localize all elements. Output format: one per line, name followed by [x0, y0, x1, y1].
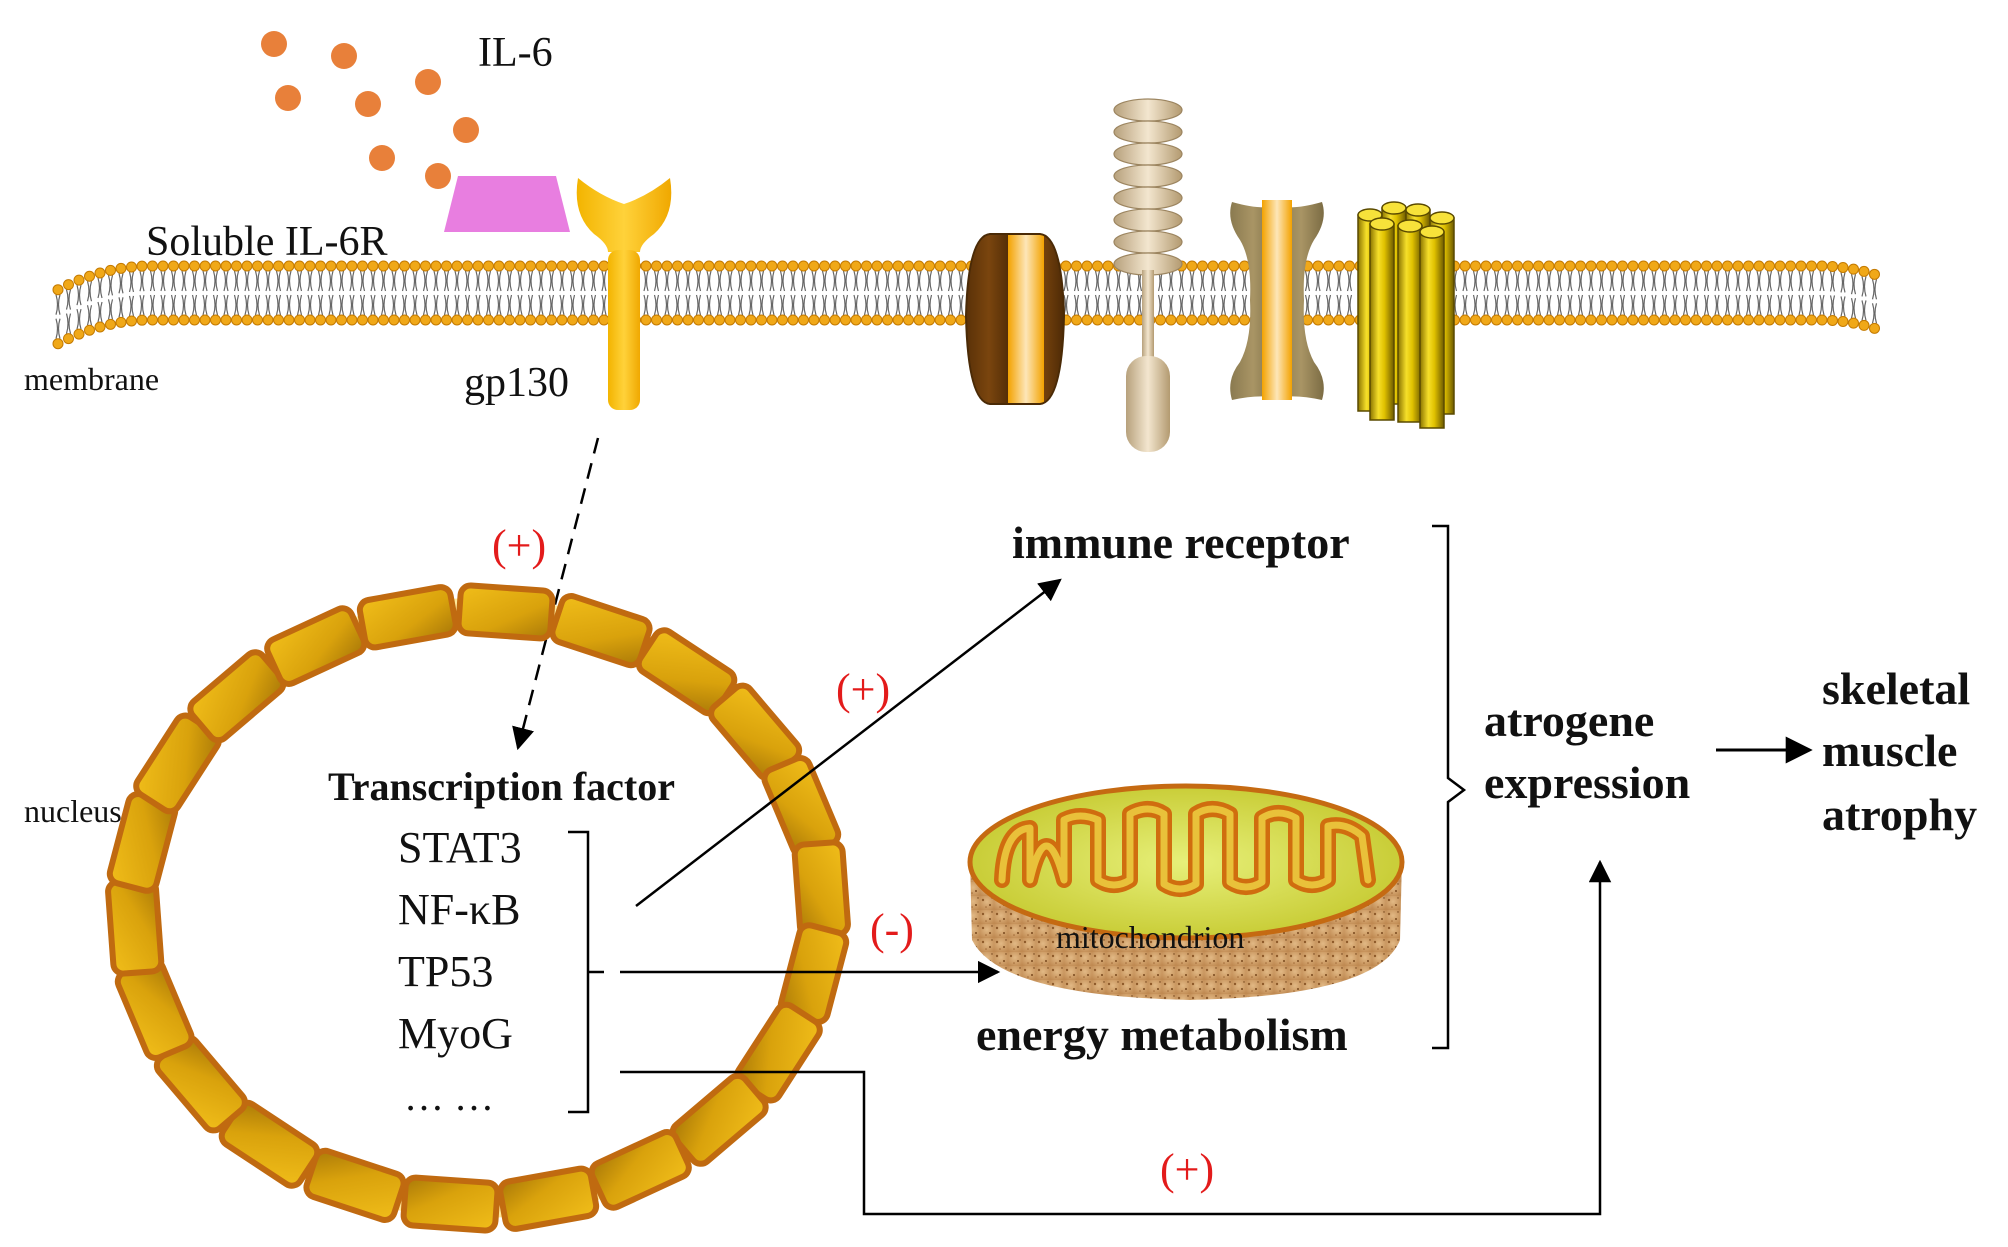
transporter-khaki — [1230, 200, 1324, 400]
tf-bracket — [568, 830, 604, 1114]
channel-cylinder-bundle — [1357, 201, 1455, 429]
nuclear-envelope — [105, 582, 851, 1234]
gp130-to-tf-arrow — [512, 437, 600, 751]
tf-item-myog: MyoG — [398, 1009, 513, 1058]
outcome-line2: muscle — [1822, 725, 1957, 776]
outcome-line3: atrophy — [1822, 789, 1977, 840]
il6-dot — [331, 43, 357, 69]
tf-to-immune-arrow — [635, 578, 1062, 907]
outcome-line1: skeletal — [1822, 663, 1970, 714]
il6-molecules — [261, 31, 479, 189]
il6-dot — [355, 91, 381, 117]
energy-metabolism-label: energy metabolism — [976, 1009, 1348, 1060]
il6-dot — [425, 163, 451, 189]
sign-tf-to-energy: (-) — [870, 905, 914, 954]
sign-gp130-to-tf: (+) — [492, 521, 546, 570]
il6-dot — [261, 31, 287, 57]
ion-channel-brown — [964, 233, 1066, 405]
il6-dot — [275, 85, 301, 111]
sign-tf-to-atrogene: (+) — [1160, 1145, 1214, 1194]
soluble-il6r-label: Soluble IL-6R — [146, 219, 387, 265]
tf-item-nfkb: NF-κB — [398, 885, 520, 934]
il6-dot — [415, 69, 441, 95]
membrane-label: membrane — [24, 361, 159, 397]
converge-bracket — [1432, 524, 1467, 1050]
tf-item-ellipsis: … … — [404, 1074, 494, 1119]
mitochondrion — [967, 783, 1405, 1000]
tf-to-atrogene-arrow — [620, 859, 1612, 1216]
atrogene-label-line2: expression — [1484, 757, 1690, 808]
receptor-disc-stack — [1113, 98, 1183, 452]
sign-tf-to-immune: (+) — [836, 665, 890, 714]
gp130-label: gp130 — [464, 360, 569, 406]
nucleus-label: nucleus — [24, 793, 122, 829]
tf-title: Transcription factor — [328, 764, 675, 809]
immune-receptor-label: immune receptor — [1012, 517, 1350, 568]
tf-item-tp53: TP53 — [398, 947, 493, 996]
mitochondrion-label: mitochondrion — [1056, 919, 1244, 955]
il6-label: IL-6 — [478, 30, 553, 76]
il6-dot — [453, 117, 479, 143]
atrogene-label-line1: atrogene — [1484, 695, 1654, 746]
il6-dot — [369, 145, 395, 171]
gp130-receptor — [576, 178, 672, 410]
soluble-il6r-shape — [444, 176, 570, 232]
tf-item-stat3: STAT3 — [398, 823, 522, 872]
